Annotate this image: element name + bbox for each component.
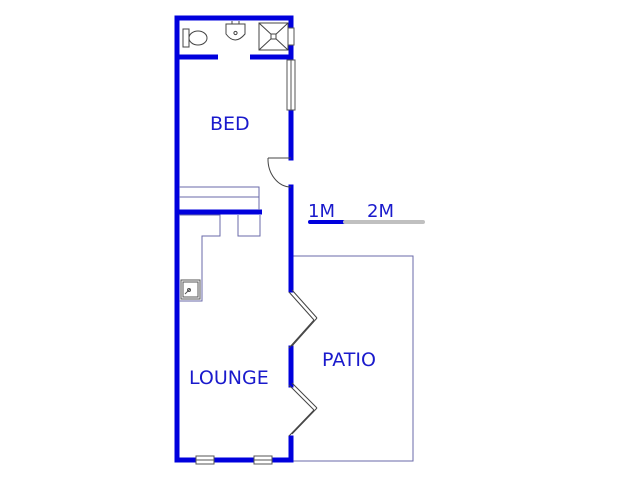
cupboard-outline <box>179 186 261 302</box>
scale-label-1m: 1M <box>308 201 335 222</box>
scale-bar: 1M 2M <box>308 201 425 224</box>
patio-door-lower-icon <box>288 382 318 437</box>
basin-icon <box>225 21 246 41</box>
toilet-icon <box>182 28 208 48</box>
window-icon <box>286 59 296 111</box>
bottom-window-right-icon <box>253 455 273 465</box>
room-label-lounge: LOUNGE <box>189 367 269 389</box>
bed-door-icon <box>267 157 292 188</box>
exterior-walls <box>174 15 294 463</box>
sink-icon <box>180 279 201 300</box>
room-label-patio: PATIO <box>322 349 376 371</box>
top-window-icon <box>287 27 295 46</box>
shower-icon <box>258 22 289 51</box>
patio-outline <box>292 255 414 462</box>
room-label-bed: BED <box>210 113 250 135</box>
scale-label-2m: 2M <box>367 201 394 222</box>
patio-door-upper-icon <box>288 289 318 349</box>
bottom-window-left-icon <box>195 455 215 465</box>
